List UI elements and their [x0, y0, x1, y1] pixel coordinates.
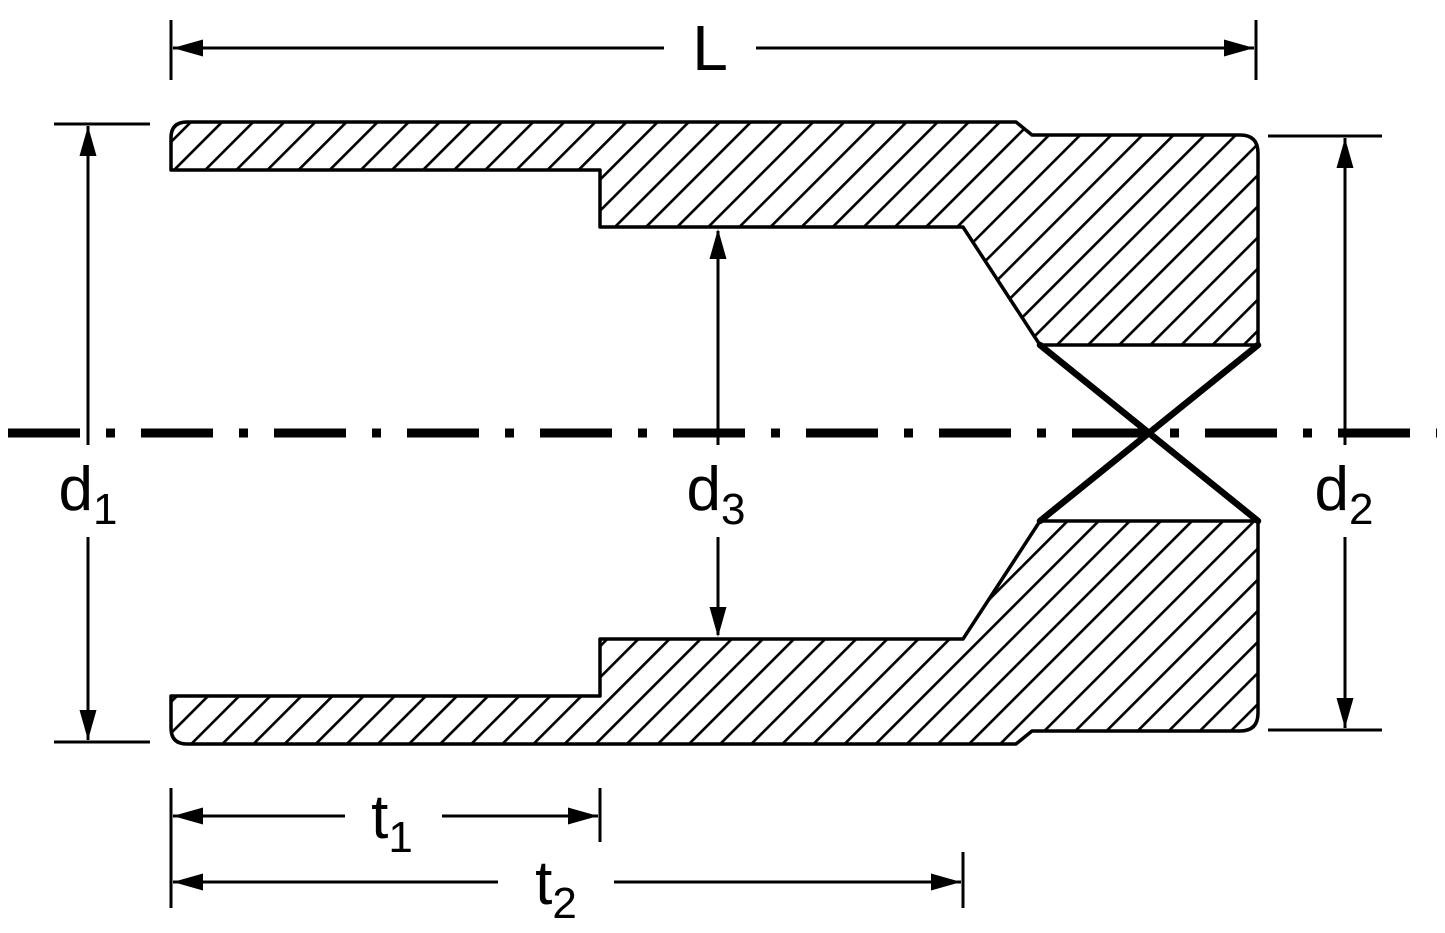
dimension-d1: d1 — [54, 122, 150, 744]
dim-d1-arrow-top — [79, 126, 97, 156]
dim-d2-label-sub: 2 — [1349, 485, 1373, 534]
dim-d3-arrow-bottom — [709, 607, 727, 637]
square-drive-cross — [1036, 341, 1262, 525]
dim-d2-label-main: d — [1315, 455, 1349, 524]
dim-d1-label-main: d — [59, 455, 93, 524]
dim-L-arrow-right — [1224, 39, 1254, 57]
dimension-t2: t2 — [173, 849, 965, 928]
dimension-d2: d2 — [1268, 134, 1382, 732]
dim-d2-arrow-bottom — [1336, 698, 1354, 728]
dim-d2-label: d2 — [1315, 455, 1374, 534]
dim-d3-label: d3 — [687, 455, 746, 534]
dim-d3-label-main: d — [687, 455, 721, 524]
dim-t1-arrow-left — [173, 807, 203, 825]
socket-wall-lower — [169, 519, 1260, 746]
dim-t1-label: t1 — [371, 783, 413, 862]
dim-t2-label: t2 — [535, 849, 577, 928]
dim-d1-arrow-bottom — [79, 710, 97, 740]
dim-t2-label-sub: 2 — [552, 879, 576, 928]
dim-d1-label-sub: 1 — [93, 485, 117, 534]
dim-d3-arrow-top — [709, 229, 727, 259]
dim-L-label-main: L — [692, 12, 728, 84]
dim-t1-label-sub: 1 — [388, 813, 412, 862]
drive-cross-line-2 — [1036, 341, 1262, 525]
dim-d2-arrow-top — [1336, 138, 1354, 168]
dim-L-label: L — [692, 12, 728, 84]
dimension-L: L — [169, 12, 1258, 84]
dimension-d3: d3 — [687, 229, 746, 637]
dim-d1-label: d1 — [59, 455, 118, 534]
dim-d3-label-sub: 3 — [721, 485, 745, 534]
dim-L-arrow-left — [173, 39, 203, 57]
dim-t2-arrow-left — [173, 873, 203, 891]
socket-body — [169, 120, 1262, 746]
dim-t2-arrow-right — [931, 873, 961, 891]
dim-t2-label-main: t — [535, 849, 552, 918]
socket-wall-upper — [169, 120, 1260, 347]
dim-t1-label-main: t — [371, 783, 388, 852]
dimension-t1: t1 — [169, 783, 602, 908]
dim-t1-arrow-right — [568, 807, 598, 825]
